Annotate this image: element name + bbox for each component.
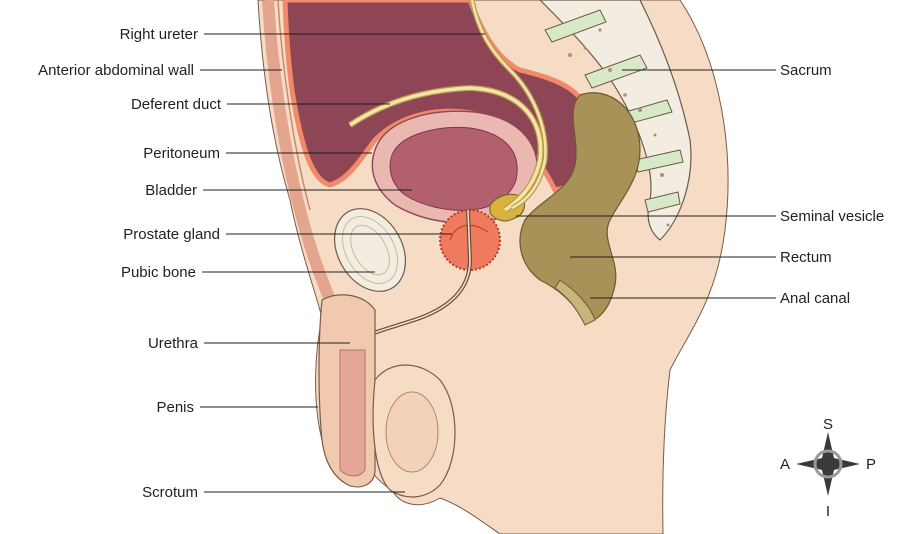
label-sacrum: Sacrum <box>780 62 832 79</box>
label-peritoneum: Peritoneum <box>143 145 220 162</box>
label-urethra: Urethra <box>148 335 199 352</box>
orientation-compass: S I A P <box>780 416 876 520</box>
label-penis: Penis <box>156 399 194 416</box>
compass-inferior: I <box>826 503 830 520</box>
label-anterior-abdominal-wall: Anterior abdominal wall <box>38 62 194 79</box>
compass-star <box>796 432 860 496</box>
testis <box>386 392 438 472</box>
compass-posterior: P <box>866 456 876 473</box>
label-seminal-vesicle: Seminal vesicle <box>780 208 884 225</box>
label-anal-canal: Anal canal <box>780 290 850 307</box>
label-right-ureter: Right ureter <box>120 26 198 43</box>
corpus <box>340 350 365 476</box>
compass-anterior: A <box>780 456 790 473</box>
labels-right: Sacrum Seminal vesicle Rectum Anal canal <box>780 62 884 307</box>
labels-left: Right ureter Anterior abdominal wall Def… <box>38 26 222 501</box>
label-bladder: Bladder <box>145 182 197 199</box>
label-pubic-bone: Pubic bone <box>121 264 196 281</box>
label-scrotum: Scrotum <box>142 484 198 501</box>
label-prostate-gland: Prostate gland <box>123 226 220 243</box>
label-deferent-duct: Deferent duct <box>131 96 222 113</box>
compass-superior: S <box>823 416 833 433</box>
label-rectum: Rectum <box>780 249 832 266</box>
